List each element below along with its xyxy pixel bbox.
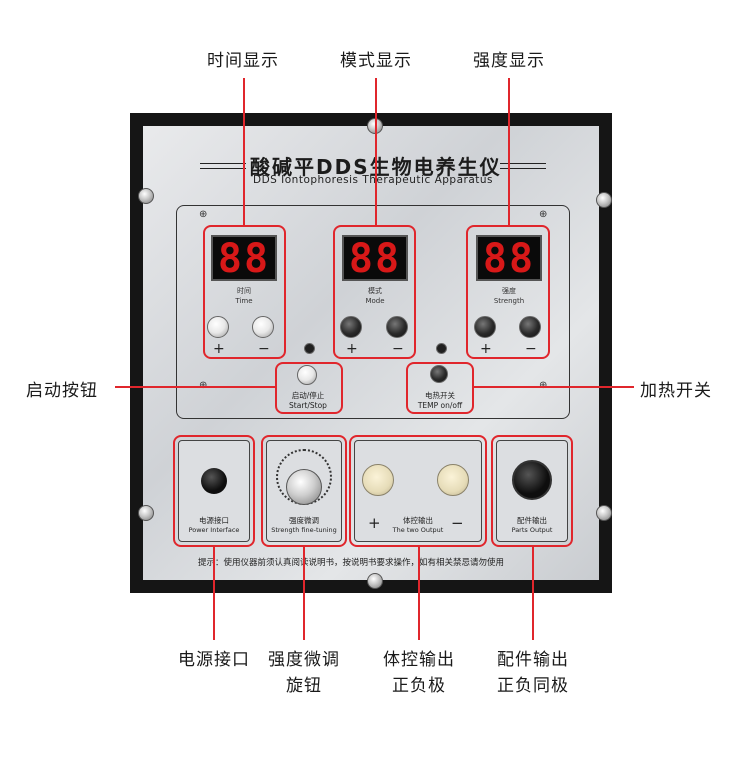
strength-label-cn: 强度 (502, 287, 516, 295)
strength-display: 88 (476, 235, 542, 281)
control-panel (176, 205, 570, 419)
callout-power-port: 电源接口 (164, 647, 264, 673)
parts-highlight-box (491, 435, 573, 547)
knob-highlight-box (261, 435, 347, 547)
temp-switch[interactable] (430, 365, 448, 383)
callout-parts-output-line2: 正负同极 (497, 676, 569, 696)
parts-output-socket[interactable] (512, 460, 552, 500)
strength-label-en: Strength (493, 297, 525, 305)
callout-heat-switch: 加热开关 (640, 381, 712, 401)
mode-label-cn: 模式 (368, 287, 382, 295)
callout-mode-display: 模式显示 (340, 51, 412, 71)
time-minus-button[interactable] (252, 316, 274, 338)
parts-output-label-cn: 配件输出 (517, 516, 547, 525)
callout-body-output-line1: 体控输出 (383, 650, 455, 670)
start-callout-line (115, 386, 275, 388)
callout-strength-display: 强度显示 (473, 51, 545, 71)
body-output-negative-socket[interactable] (437, 464, 469, 496)
body-output-minus-sign: − (451, 514, 464, 532)
body-output-positive-socket[interactable] (362, 464, 394, 496)
mode-plus-button[interactable] (340, 316, 362, 338)
body-output-label-cn: 体控输出 (403, 516, 433, 525)
time-minus-sign: − (258, 341, 270, 357)
screw-icon (596, 505, 612, 521)
mode-display: 88 (342, 235, 408, 281)
time-plus-button[interactable] (207, 316, 229, 338)
title-rule-left (200, 168, 246, 169)
usage-notice: 提示：使用仪器前须认真阅读说明书，按说明书要求操作，如有相关禁忌请勿使用 (198, 558, 505, 568)
title-rule-left (200, 163, 246, 164)
time-callout-line (243, 78, 245, 225)
screw-icon (138, 505, 154, 521)
power-label-cn: 电源接口 (199, 516, 229, 525)
time-highlight-box (203, 225, 286, 359)
strength-plus-sign: + (480, 341, 492, 357)
callout-body-output: 体控输出 正负极 (369, 647, 469, 699)
heat-led-icon (436, 343, 447, 354)
screw-icon (367, 573, 383, 589)
panel-screw-icon: ⊕ (199, 209, 208, 220)
power-jack[interactable] (201, 468, 227, 494)
mode-callout-line (375, 78, 377, 225)
screw-icon (138, 188, 154, 204)
callout-parts-output-line1: 配件输出 (497, 650, 569, 670)
callout-strength-knob: 强度微调 旋钮 (254, 647, 354, 699)
time-display: 88 (211, 235, 277, 281)
title-rule-right (500, 163, 546, 164)
mode-label-en: Mode (365, 297, 385, 305)
callout-body-output-line2: 正负极 (392, 676, 446, 696)
time-label-en: Time (235, 297, 253, 305)
title-rule-right (500, 168, 546, 169)
callout-start-button: 启动按钮 (26, 381, 98, 401)
start-stop-label-cn: 启动/停止 (291, 391, 325, 400)
body-output-plus-sign: + (368, 514, 381, 532)
mode-minus-sign: − (392, 341, 404, 357)
strength-minus-button[interactable] (519, 316, 541, 338)
panel-screw-icon: ⊕ (539, 209, 548, 220)
body-output-callout-line (418, 547, 420, 640)
strength-minus-sign: − (525, 341, 537, 357)
strength-plus-button[interactable] (474, 316, 496, 338)
temp-label-cn: 电热开关 (425, 391, 455, 400)
device-subtitle: DDS Iontophoresis Therapeutic Apparatus (252, 174, 494, 186)
mode-plus-sign: + (346, 341, 358, 357)
callout-time-display: 时间显示 (207, 51, 279, 71)
power-callout-line (213, 547, 215, 640)
temp-callout-line (474, 386, 634, 388)
power-label-en: Power Interface (188, 526, 240, 534)
device-title: 酸碱平DDS生物电养生仪 (250, 151, 500, 180)
callout-strength-knob-line2: 旋钮 (286, 676, 322, 696)
time-label-cn: 时间 (237, 287, 251, 295)
strength-callout-line (508, 78, 510, 225)
body-output-label-en: The two Output (392, 526, 444, 534)
strength-fine-label-en: Strength fine-tuning (271, 526, 337, 534)
start-highlight-box (275, 362, 343, 414)
knob-callout-line (303, 547, 305, 640)
strength-fine-knob[interactable] (286, 469, 322, 505)
status-led-icon (304, 343, 315, 354)
strength-fine-label-cn: 强度微调 (289, 516, 319, 525)
callout-power-port-line1: 电源接口 (178, 650, 250, 670)
temp-highlight-box (406, 362, 474, 414)
start-stop-button[interactable] (297, 365, 317, 385)
parts-callout-line (532, 547, 534, 640)
body-output-highlight-box (349, 435, 487, 547)
temp-label-en: TEMP on/off (417, 401, 463, 410)
time-plus-sign: + (213, 341, 225, 357)
callout-parts-output: 配件输出 正负同极 (483, 647, 583, 699)
mode-highlight-box (333, 225, 416, 359)
power-highlight-box (173, 435, 255, 547)
start-stop-label-en: Start/Stop (289, 401, 327, 410)
panel-screw-icon: ⊕ (199, 380, 207, 391)
callout-strength-knob-line1: 强度微调 (268, 650, 340, 670)
strength-highlight-box (466, 225, 550, 359)
screw-icon (596, 192, 612, 208)
mode-minus-button[interactable] (386, 316, 408, 338)
parts-output-label-en: Parts Output (511, 526, 553, 534)
panel-screw-icon: ⊕ (539, 380, 547, 391)
